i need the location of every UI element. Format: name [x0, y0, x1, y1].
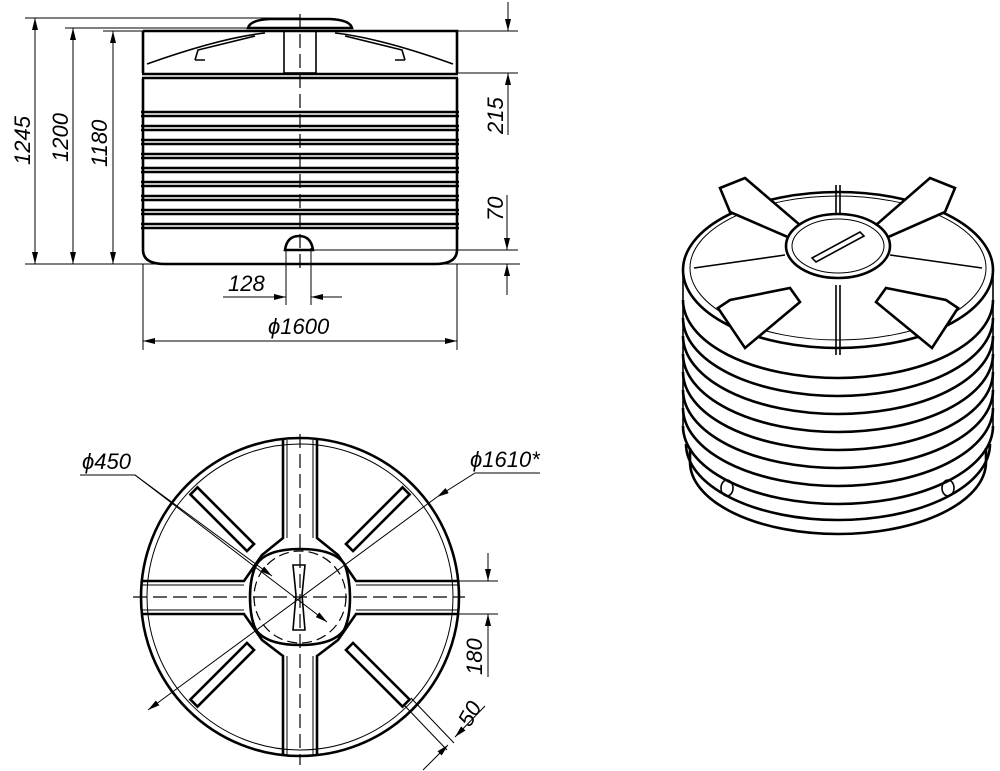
dim-50: 50	[453, 696, 487, 730]
iso-top-ribs	[693, 176, 983, 355]
width-dimensions: 128 ϕ1600	[142, 248, 458, 350]
tank-side-body	[141, 14, 459, 272]
top-view: ϕ450 ϕ1610* 180 50	[80, 434, 541, 771]
dim-70: 70	[483, 196, 508, 221]
outlet-side	[283, 234, 315, 252]
lid-side	[246, 17, 354, 30]
dim-diameter-1600: ϕ1600	[268, 314, 330, 339]
height-dimensions: 1245 1200 1180	[10, 17, 520, 265]
dim-128: 128	[228, 271, 265, 296]
side-view: 1245 1200 1180 215 70 128 ϕ1600	[10, 2, 520, 350]
dim-180: 180	[462, 638, 487, 675]
isometric-view	[681, 176, 995, 536]
iso-ribs	[681, 270, 995, 536]
right-dimensions: 215 70	[310, 2, 518, 295]
lid-handle	[292, 564, 306, 631]
dim-1200: 1200	[48, 112, 73, 162]
body-ribs	[141, 110, 459, 230]
top-ribs	[141, 440, 459, 755]
dim-diameter-1610: ϕ1610*	[470, 447, 541, 472]
iso-lid	[784, 212, 892, 280]
dim-1245: 1245	[10, 115, 35, 165]
diagonal-slots	[188, 485, 412, 709]
dim-1180: 1180	[87, 119, 112, 167]
dim-diameter-450: ϕ450	[82, 449, 132, 474]
iso-lid-handle	[810, 231, 866, 263]
dim-215: 215	[483, 97, 508, 135]
